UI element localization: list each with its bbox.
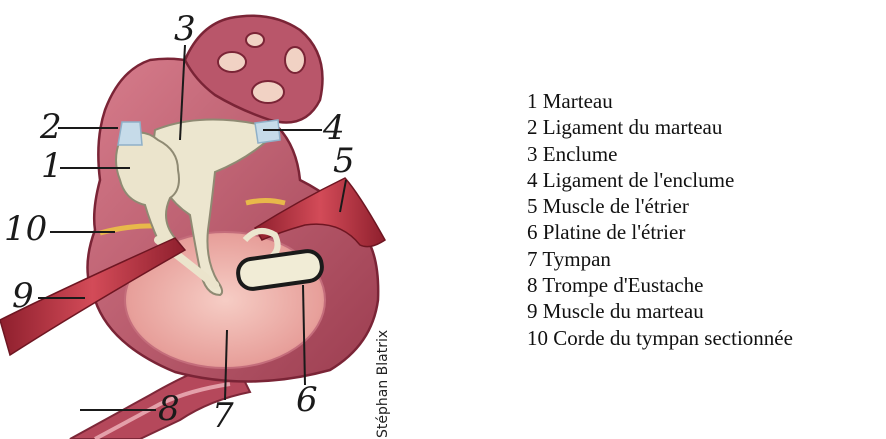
diagram-label-9: 9: [12, 276, 34, 316]
mastoid-cell: [252, 81, 284, 103]
incus-ligament: [255, 120, 280, 143]
legend-item: 10 Corde du tympan sectionnée: [527, 325, 793, 351]
artist-credit: Stéphan Blatrix: [375, 330, 391, 438]
diagram-label-8: 8: [158, 389, 180, 429]
mastoid-cell: [285, 47, 305, 73]
diagram-label-1: 1: [41, 146, 63, 186]
middle-ear-illustration: 2 1 3 4 5 6 7 8 9 10: [0, 0, 470, 439]
legend-item: 6 Platine de l'étrier: [527, 219, 793, 245]
legend-item: 8 Trompe d'Eustache: [527, 272, 793, 298]
mastoid-cell: [246, 33, 264, 47]
legend-item: 9 Muscle du marteau: [527, 298, 793, 324]
diagram-label-10: 10: [4, 209, 47, 249]
diagram-label-6: 6: [296, 380, 318, 420]
diagram-label-2: 2: [39, 107, 62, 147]
mastoid-cell: [218, 52, 246, 72]
diagram-label-3: 3: [174, 9, 196, 49]
diagram-label-5: 5: [333, 141, 355, 181]
legend-item: 4 Ligament de l'enclume: [527, 167, 793, 193]
legend-list: 1 Marteau 2 Ligament du marteau 3 Enclum…: [527, 88, 793, 351]
diagram-label-7: 7: [212, 396, 234, 436]
legend-item: 2 Ligament du marteau: [527, 114, 793, 140]
malleus-ligament: [118, 122, 142, 145]
chorda-tympani-right: [246, 201, 285, 204]
legend-item: 3 Enclume: [527, 141, 793, 167]
legend-item: 7 Tympan: [527, 246, 793, 272]
legend-item: 5 Muscle de l'étrier: [527, 193, 793, 219]
legend-item: 1 Marteau: [527, 88, 793, 114]
